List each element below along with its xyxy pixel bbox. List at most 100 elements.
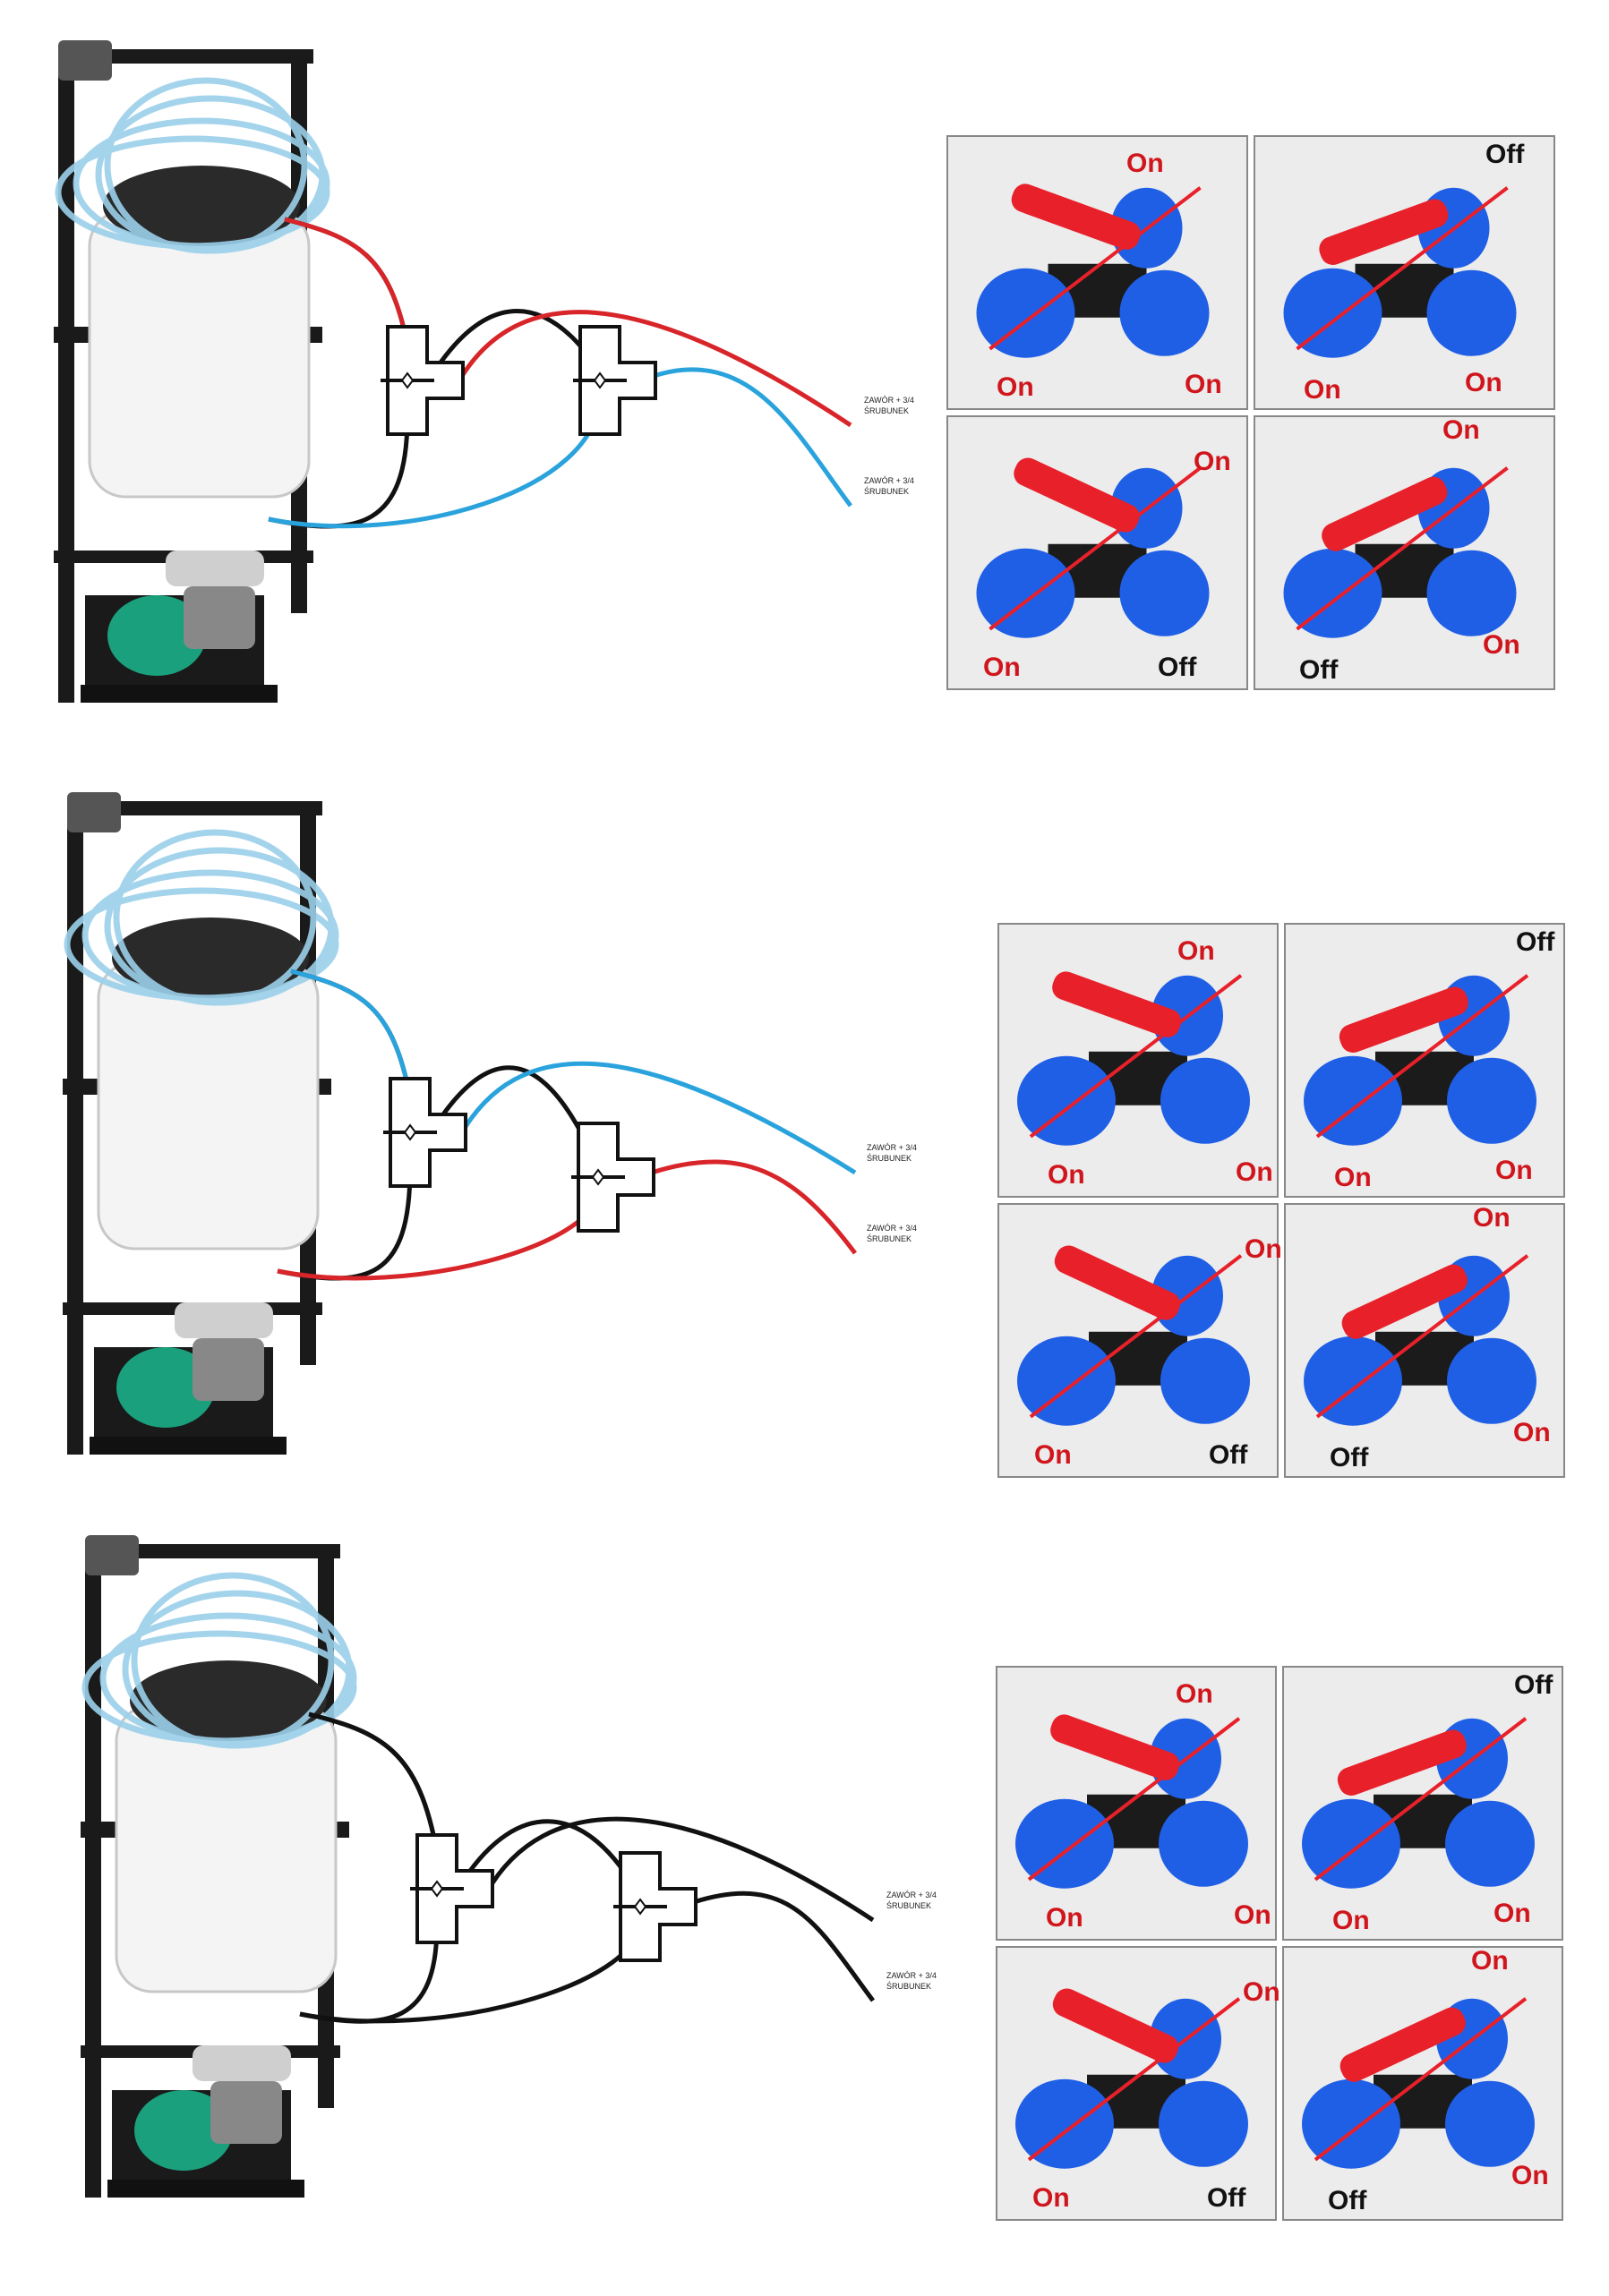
tee-valve-1 [383, 1077, 467, 1188]
port-right [1445, 2080, 1535, 2167]
valve-lever [1339, 986, 1468, 1053]
port-right [1447, 1337, 1536, 1424]
valve-lever [1319, 199, 1449, 265]
state-label: On [1483, 630, 1520, 660]
port-left [976, 548, 1075, 638]
valve-lever [1014, 457, 1140, 533]
port-left [1017, 1336, 1116, 1426]
port-right [1159, 2080, 1248, 2167]
state-label: Off [1328, 2186, 1367, 2215]
state-label: On [1473, 1203, 1511, 1233]
outlet-label-line1: ZAWÓR + 3/4 [867, 1224, 917, 1233]
valve-lever [1341, 1264, 1468, 1339]
port-left [1283, 548, 1382, 638]
flow-arrow [1296, 186, 1509, 351]
state-label: On [1511, 2161, 1549, 2190]
outlet-label-line2: ŚRUBUNEK [886, 1981, 931, 1991]
state-label: Off [1209, 1440, 1248, 1470]
port-left [976, 268, 1075, 358]
state-label: On [1495, 1156, 1533, 1185]
state-label: Off [1330, 1443, 1369, 1472]
valve-core [591, 1168, 605, 1186]
state-label: Off [1514, 1670, 1553, 1700]
port-right [1159, 1800, 1248, 1887]
outlet-label-line1: ZAWÓR + 3/4 [867, 1143, 917, 1152]
state-label: On [1185, 370, 1222, 399]
diagram-row-1 [54, 40, 330, 703]
state-label: On [1176, 1679, 1213, 1709]
flow-path-b [268, 367, 853, 529]
state-label: On [1032, 2183, 1070, 2213]
state-label: Off [1299, 655, 1339, 685]
flow-path-b [277, 1159, 857, 1281]
outlet-label-line1: ZAWÓR + 3/4 [864, 476, 914, 485]
diagram-row-2 [63, 792, 339, 1455]
flow-path-b [299, 1891, 876, 2024]
pump-unit-illustration [54, 40, 330, 703]
tee-valve-1 [410, 1833, 494, 1944]
outlet-label-line2: ŚRUBUNEK [886, 1900, 931, 1910]
port-right [1160, 1057, 1250, 1144]
flow-arrow [1296, 466, 1509, 631]
valve-lever [1322, 476, 1448, 551]
outlet-label-line1: ZAWÓR + 3/4 [864, 396, 914, 405]
state-label: On [1243, 1977, 1280, 2007]
tee-valve-2 [573, 325, 657, 436]
port-left [1304, 1055, 1402, 1146]
flow-path-a [290, 969, 857, 1175]
state-label: On [1513, 1418, 1551, 1447]
valve-lever [1052, 1988, 1179, 2063]
port-right [1447, 1057, 1536, 1144]
port-left [1304, 1336, 1402, 1426]
valve-core [430, 1880, 444, 1898]
port-left [1302, 2078, 1400, 2169]
valve-lever [1011, 184, 1141, 250]
flow-arrow [989, 466, 1202, 631]
state-label: On [997, 372, 1034, 402]
state-label: Off [1207, 2183, 1246, 2213]
state-label: On [1034, 1440, 1072, 1470]
valve-lever [1050, 1714, 1180, 1780]
outlet-label-line1: ZAWÓR + 3/4 [886, 1891, 937, 1899]
state-label: On [1126, 149, 1164, 178]
state-label: On [1471, 1946, 1509, 1976]
pump-unit-illustration [81, 1535, 357, 2198]
diagram-row-3 [81, 1535, 357, 2198]
flow-arrow [1029, 974, 1243, 1139]
state-label: On [1245, 1234, 1282, 1264]
outlet-label-line2: ŚRUBUNEK [867, 1233, 911, 1243]
state-label: On [1048, 1160, 1085, 1190]
tee-valve-2 [571, 1122, 655, 1233]
port-left [1302, 1798, 1400, 1889]
port-right [1119, 550, 1210, 636]
flow-arrow [989, 186, 1202, 351]
port-right [1119, 269, 1210, 356]
valve-lever [1052, 971, 1182, 1037]
state-label: On [1332, 1906, 1370, 1935]
flow-arrow [1027, 1717, 1241, 1882]
outlet-label-line2: ŚRUBUNEK [867, 1153, 911, 1163]
state-label: On [983, 653, 1021, 682]
port-right [1426, 269, 1517, 356]
valve-lever [1054, 1245, 1181, 1320]
